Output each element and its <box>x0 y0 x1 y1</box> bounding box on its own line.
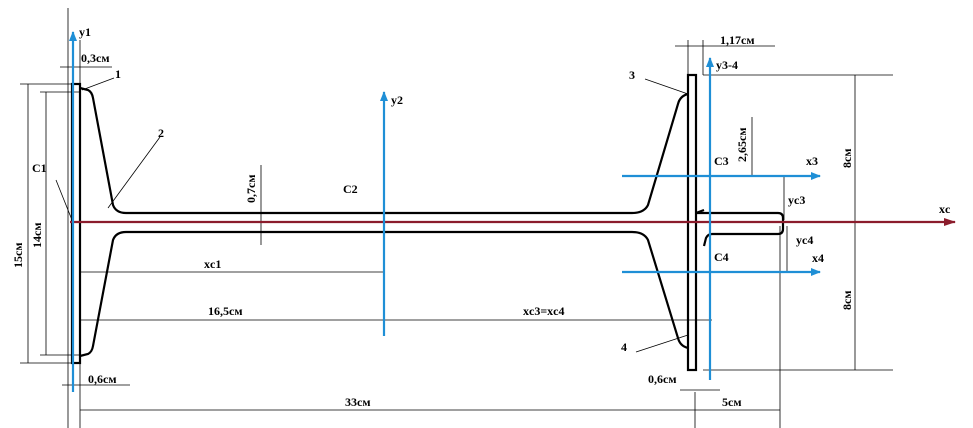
dim-2-65cm: 2,65см <box>735 128 749 163</box>
label-part-3: 3 <box>629 68 635 82</box>
dim-15cm: 15см <box>11 243 25 269</box>
dim-33cm: 33см <box>345 395 371 409</box>
dim-14cm: 14см <box>30 223 44 249</box>
label-c2: C2 <box>343 182 358 196</box>
channel-web <box>696 211 785 247</box>
label-y2: y2 <box>391 93 403 107</box>
label-xc3-xc4: xc3=xc4 <box>523 304 565 318</box>
label-part-2: 2 <box>158 126 164 140</box>
dim-8cm-bottom: 8см <box>840 291 854 311</box>
label-x3: x3 <box>806 154 818 168</box>
label-xc: xc <box>939 202 951 216</box>
label-yc4: yc4 <box>796 233 813 247</box>
dim-0-6cm-left: 0,6см <box>88 372 117 386</box>
label-y1: y1 <box>79 25 91 39</box>
dim-0-7cm: 0,7см <box>244 175 258 204</box>
dim-0-3cm: 0,3см <box>81 51 110 65</box>
dimension-lines <box>20 8 893 428</box>
label-c1: C1 <box>32 161 47 175</box>
dim-16-5cm: 16,5см <box>208 304 243 318</box>
beam-lower-contour <box>79 230 689 358</box>
dim-1-17cm: 1,17см <box>720 33 755 47</box>
dim-8cm-top: 8см <box>840 149 854 169</box>
beam-upper-contour <box>79 86 689 215</box>
blue-axes <box>69 31 821 392</box>
label-c4: C4 <box>714 250 729 264</box>
label-y3-4: y3-4 <box>716 58 738 72</box>
label-x4: x4 <box>812 251 824 265</box>
label-c3: C3 <box>714 154 729 168</box>
label-xc1: xc1 <box>204 257 221 271</box>
label-part-1: 1 <box>115 67 121 81</box>
label-yc3: yc3 <box>788 193 805 207</box>
label-part-4: 4 <box>621 340 627 354</box>
dimension-labels: 0,3см 1,17см 15см 14см 0,7см 2,65см 8см … <box>11 33 854 409</box>
dim-5cm: 5см <box>722 395 742 409</box>
dim-0-6cm-right: 0,6см <box>648 372 677 386</box>
axis-labels: y1 y2 y3-4 x3 x4 xc C1 C2 C3 C4 yc3 yc4 … <box>32 25 951 354</box>
